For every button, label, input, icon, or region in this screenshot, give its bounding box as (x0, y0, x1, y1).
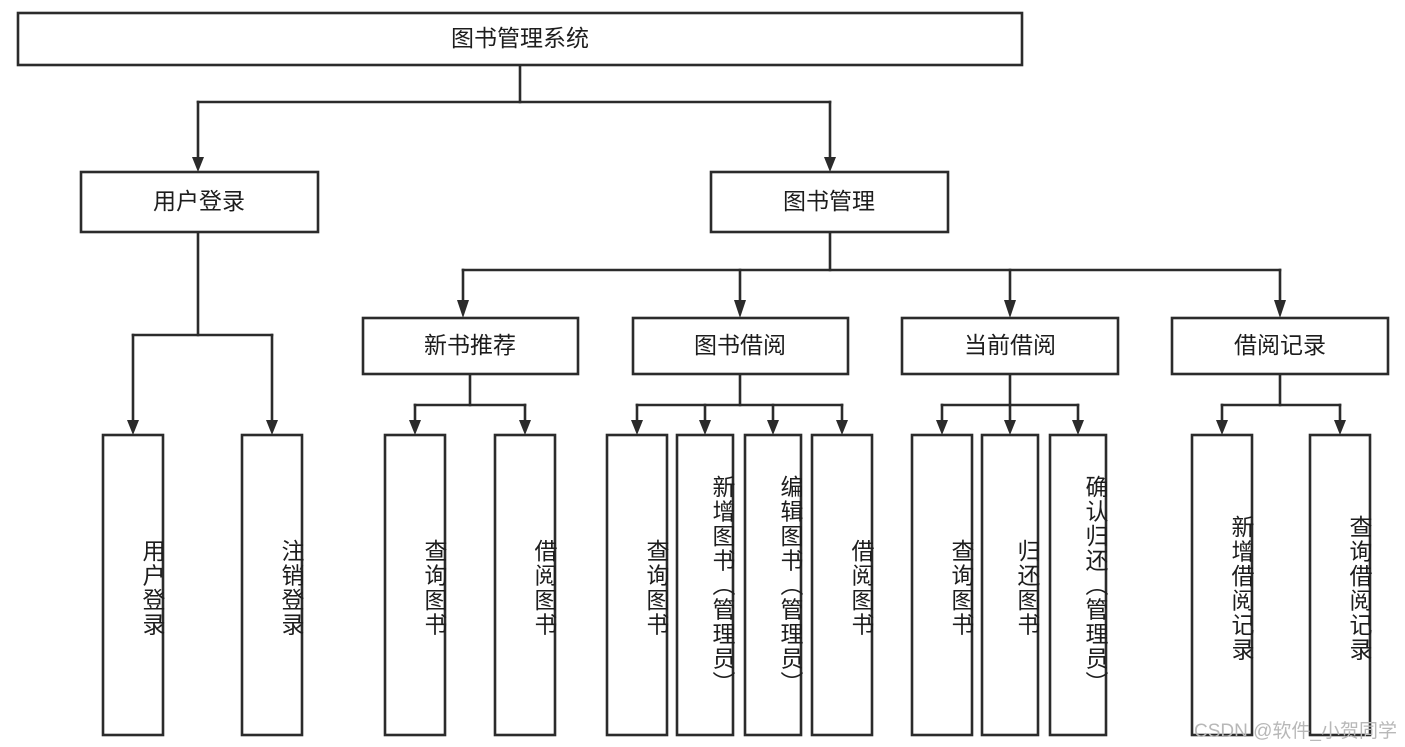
node-root-label: 图书管理系统 (451, 25, 589, 51)
leaf-new-book-0[interactable] (383, 433, 447, 737)
leaf-current-borrow-1-label: 归还图书 (1014, 538, 1040, 637)
leaf-borrow-record-0-label: 新增借阅记录 (1228, 514, 1254, 662)
node-new-book-recommend[interactable] (361, 316, 580, 376)
node-book-management-label: 图书管理 (783, 188, 875, 214)
leaf-user-login-0-label: 用户登录 (139, 538, 165, 637)
connector-group-current-borrow (936, 372, 1084, 435)
connector-group-user-login (127, 230, 278, 435)
leaf-new-book-1[interactable] (493, 433, 557, 737)
arrow-book-mgmt-child-1 (734, 300, 746, 318)
connector-group-root (192, 63, 836, 172)
leaf-new-book-1-label: 借阅图书 (531, 538, 557, 637)
node-book-borrow[interactable] (631, 316, 850, 376)
arrow-new-book-child-0 (409, 420, 421, 435)
csdn-watermark: CSDN @软件_小贺同学 (1194, 721, 1397, 742)
leaf-current-borrow-0[interactable] (910, 433, 974, 737)
arrow-user-login-child-0 (127, 420, 139, 435)
leaf-current-borrow-2-label: 确认归还（管理员） (1082, 474, 1108, 696)
arrow-book-borrow-child-2 (767, 420, 779, 435)
leaf-book-borrow-1[interactable] (675, 433, 735, 737)
node-current-borrow[interactable] (900, 316, 1120, 376)
arrow-user-login-child-1 (266, 420, 278, 435)
connector-group-borrow-record (1216, 372, 1346, 435)
node-current-borrow-label: 当前借阅 (964, 332, 1056, 358)
node-book-management[interactable] (709, 170, 950, 234)
leaf-current-borrow-2[interactable] (1048, 433, 1108, 737)
leaf-new-book-0-label: 查询图书 (421, 538, 447, 637)
arrow-borrow-record-child-0 (1216, 420, 1228, 435)
connector-group-book-mgmt (457, 230, 1286, 318)
leaf-user-login-0[interactable] (101, 433, 165, 737)
arrow-current-borrow-child-1 (1004, 420, 1016, 435)
node-user-login[interactable] (79, 170, 320, 234)
arrow-new-book-child-1 (519, 420, 531, 435)
node-book-borrow-label: 图书借阅 (694, 332, 786, 358)
arrow-book-mgmt-child-2 (1004, 300, 1016, 318)
arrow-borrow-record-child-1 (1334, 420, 1346, 435)
node-borrow-record[interactable] (1170, 316, 1390, 376)
leaf-borrow-record-1[interactable] (1308, 433, 1372, 737)
node-new-book-recommend-label: 新书推荐 (424, 332, 516, 358)
leaf-book-borrow-3-label: 借阅图书 (848, 538, 874, 637)
connector-group-new-book (409, 372, 531, 435)
leaf-borrow-record-1-label: 查询借阅记录 (1346, 514, 1372, 662)
leaf-user-login-1-label: 注销登录 (278, 538, 304, 637)
leaf-book-borrow-0[interactable] (605, 433, 669, 737)
arrow-current-borrow-child-0 (936, 420, 948, 435)
arrow-book-mgmt-child-3 (1274, 300, 1286, 318)
leaf-borrow-record-0[interactable] (1190, 433, 1254, 737)
arrow-book-borrow-child-0 (631, 420, 643, 435)
node-borrow-record-label: 借阅记录 (1234, 332, 1326, 358)
arrow-current-borrow-child-2 (1072, 420, 1084, 435)
leaf-current-borrow-1[interactable] (980, 433, 1040, 737)
leaf-book-borrow-2[interactable] (743, 433, 803, 737)
leaf-current-borrow-0-label: 查询图书 (948, 538, 974, 637)
arrow-root-to-book-mgmt (824, 157, 836, 172)
arrow-book-borrow-child-1 (699, 420, 711, 435)
leaf-book-borrow-1-label: 新增图书（管理员） (709, 474, 735, 696)
leaf-book-borrow-0-label: 查询图书 (643, 538, 669, 637)
connector-group-book-borrow (631, 372, 848, 435)
node-root[interactable] (16, 11, 1024, 67)
arrow-book-borrow-child-3 (836, 420, 848, 435)
arrow-root-to-user-login (192, 157, 204, 172)
leaf-user-login-1[interactable] (240, 433, 304, 737)
leaf-book-borrow-3[interactable] (810, 433, 874, 737)
arrow-book-mgmt-child-0 (457, 300, 469, 318)
leaf-book-borrow-2-label: 编辑图书（管理员） (777, 474, 803, 696)
node-user-login-label: 用户登录 (153, 188, 245, 214)
